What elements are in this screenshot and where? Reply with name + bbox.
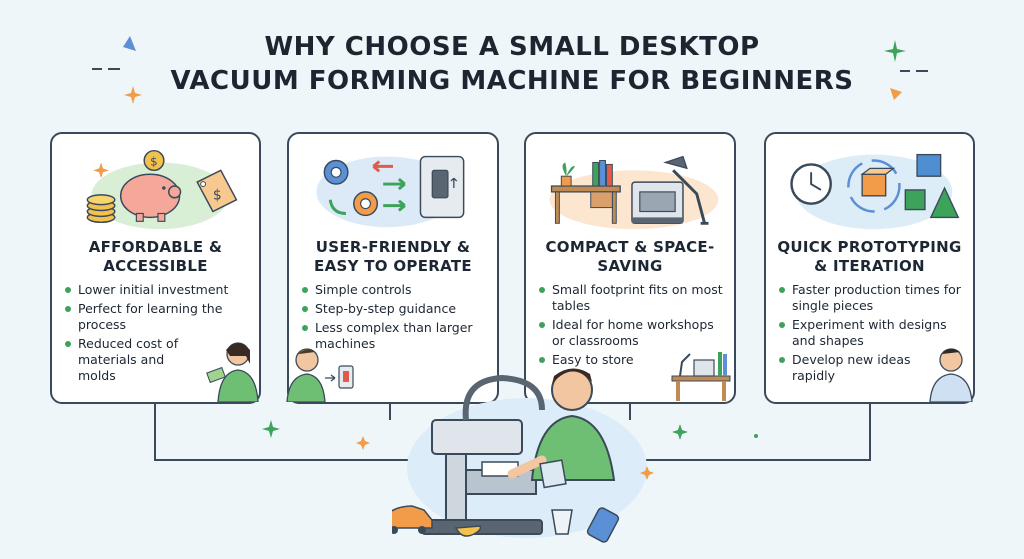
books-icon — [592, 160, 613, 187]
machine-icon — [631, 181, 684, 225]
arrow-icon — [328, 160, 406, 215]
clock-icon — [790, 163, 832, 205]
cube-icon — [904, 153, 942, 211]
sparkle-icon — [890, 88, 902, 100]
desk-icon — [550, 185, 621, 224]
card-illustration — [316, 155, 465, 228]
card-heading: QUICK PROTOTYPING & ITERATION — [777, 238, 962, 275]
coin-stack-icon — [86, 194, 116, 224]
lamp-icon — [663, 155, 709, 225]
card-illustration: $ $ — [86, 149, 238, 230]
list-item: Small footprint fits on most tables — [538, 282, 726, 314]
list-item: Less complex than larger machines — [301, 320, 489, 352]
sparkle-icon — [262, 420, 280, 438]
list-item: Ideal for home workshops or classrooms — [538, 317, 726, 349]
cycle-icon — [847, 159, 901, 213]
card-list: Small footprint fits on most tables Idea… — [538, 282, 726, 371]
small-desk-icon — [671, 352, 731, 401]
list-item: Step-by-step guidance — [301, 301, 489, 317]
card-affordable: $ $ AFFORDABLE & ACCESSIBLE Lower initia… — [50, 132, 261, 404]
card-heading: AFFORDABLE & ACCESSIBLE — [88, 238, 223, 275]
list-item: Experiment with designs and shapes — [778, 317, 965, 349]
list-item: Lower initial investment — [64, 282, 251, 298]
gear-icon — [323, 159, 349, 185]
vacuum-forming-scene — [392, 368, 647, 543]
coin-icon: $ — [143, 149, 165, 172]
cup-icon — [454, 525, 482, 537]
list-item: Perfect for learning the process — [64, 301, 251, 333]
card-list: Simple controls Step-by-step guidance Le… — [301, 282, 489, 355]
card-heading: COMPACT & SPACE-SAVING — [545, 238, 715, 275]
svg-text:$: $ — [150, 154, 158, 168]
price-tag-icon: $ — [196, 169, 238, 213]
page-title: WHY CHOOSE A SMALL DESKTOP VACUUM FORMIN… — [0, 30, 1024, 98]
toy-car-icon — [392, 505, 433, 534]
sparkle-icon — [754, 434, 758, 438]
card-list: Lower initial investment Perfect for lea… — [64, 282, 251, 387]
card-heading: USER-FRIENDLY & EASY TO OPERATE — [314, 238, 472, 275]
list-item: Faster production times for single piece… — [778, 282, 965, 314]
person-icon — [507, 368, 616, 489]
vacuum-machine-icon — [421, 374, 545, 535]
gear-icon — [353, 191, 379, 217]
person-with-money-icon — [206, 342, 259, 402]
dash-icon — [900, 70, 928, 72]
card-user-friendly: USER-FRIENDLY & EASY TO OPERATE Simple c… — [286, 132, 499, 404]
cup-icon — [551, 509, 573, 535]
sparkle-icon — [672, 424, 688, 440]
list-item: Simple controls — [301, 282, 489, 298]
piggy-bank-icon — [119, 173, 182, 222]
card-list: Faster production times for single piece… — [778, 282, 965, 387]
title-line-2: VACUUM FORMING MACHINE FOR BEGINNERS — [170, 66, 854, 96]
card-illustration — [549, 155, 719, 230]
list-item: Reduced cost of materials and molds — [64, 336, 198, 384]
list-item: Develop new ideas rapidly — [778, 352, 942, 384]
plant-icon — [560, 162, 576, 187]
phone-case-icon — [586, 507, 620, 543]
title-line-1: WHY CHOOSE A SMALL DESKTOP — [264, 32, 760, 62]
switch-icon — [419, 155, 465, 219]
person-pressing-switch-icon — [286, 348, 354, 402]
sparkle-icon — [124, 86, 142, 104]
dash-icon — [92, 68, 120, 70]
svg-text:$: $ — [213, 188, 222, 204]
card-prototyping: QUICK PROTOTYPING & ITERATION Faster pro… — [764, 132, 975, 404]
pyramid-icon — [929, 186, 960, 219]
sparkle-icon — [123, 36, 136, 51]
sparkle-icon — [884, 40, 906, 62]
sparkle-icon — [356, 436, 370, 450]
sparkle-icon — [640, 466, 654, 480]
list-item: Easy to store — [538, 352, 726, 368]
card-compact: COMPACT & SPACE-SAVING Small footprint f… — [524, 132, 736, 404]
person-icon — [929, 348, 973, 402]
card-illustration — [790, 153, 960, 230]
